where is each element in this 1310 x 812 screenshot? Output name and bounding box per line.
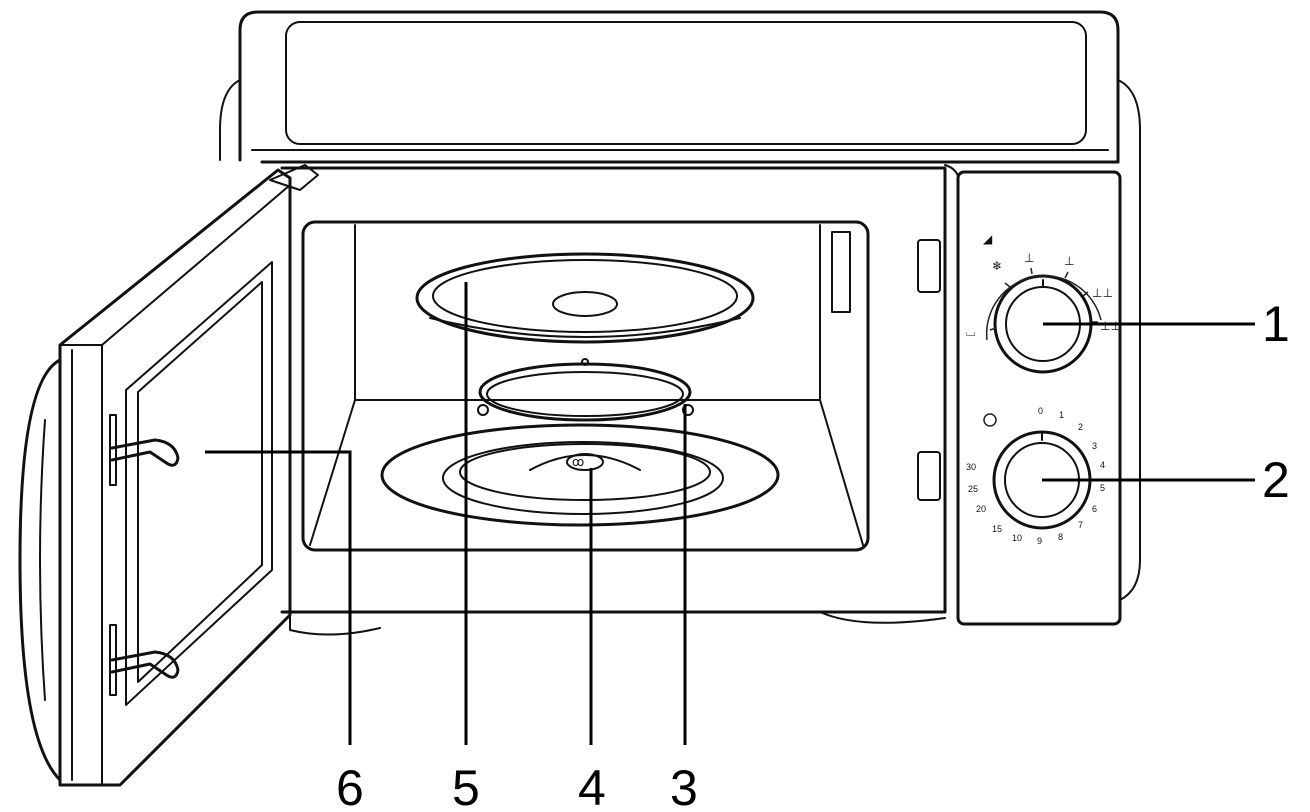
callout-5: 5 (452, 760, 480, 812)
callout-4: 4 (578, 760, 606, 812)
medium-high-power-icon: ⊥⊥ (1092, 286, 1113, 300)
cavity-floor: ꝏ (380, 423, 780, 527)
timer-mark-25: 25 (968, 484, 978, 494)
low-power-icon: ⌴ (966, 325, 976, 339)
svg-text:ꝏ: ꝏ (572, 455, 584, 469)
power-level-icon: ◢ (983, 232, 993, 246)
power-level-dial[interactable]: ◢ ❄ ⌴ ⊥ ⊥ ⊥⊥ ⊥⊥ (966, 232, 1121, 374)
timer-icon (983, 413, 997, 427)
timer-mark-15: 15 (992, 524, 1002, 534)
callout-6: 6 (336, 760, 364, 812)
timer-mark-0: 0 (1038, 406, 1043, 416)
door (18, 164, 319, 787)
oven-cavity (301, 220, 941, 552)
microwave-cabinet (219, 10, 1141, 636)
timer-mark-3: 3 (1092, 441, 1097, 451)
timer-dial[interactable]: 0 1 2 3 4 5 6 7 8 9 10 15 20 25 30 (966, 406, 1105, 546)
timer-mark-30: 30 (966, 462, 976, 472)
timer-mark-7: 7 (1078, 520, 1083, 530)
timer-mark-8: 8 (1058, 532, 1063, 542)
callout-1: 1 (1262, 296, 1290, 352)
glass-turntable (415, 252, 755, 344)
timer-mark-1: 1 (1059, 410, 1064, 420)
timer-mark-9: 9 (1037, 536, 1042, 546)
callout-2: 2 (1262, 452, 1290, 508)
timer-mark-10: 10 (1012, 533, 1022, 543)
timer-mark-4: 4 (1100, 460, 1105, 470)
timer-mark-20: 20 (976, 504, 986, 514)
callout-labels: 1 2 3 4 5 6 (336, 296, 1290, 812)
control-panel: ◢ ❄ ⌴ ⊥ ⊥ ⊥⊥ ⊥⊥ 0 1 2 3 4 5 6 7 8 9 10 1… (944, 164, 1122, 626)
timer-mark-5: 5 (1100, 483, 1105, 493)
callout-3: 3 (670, 760, 698, 812)
timer-mark-2: 2 (1078, 422, 1083, 432)
callout-lines (205, 282, 1255, 745)
roller-ring (477, 358, 694, 422)
turntable-shaft (566, 453, 604, 471)
medium-low-power-icon: ⊥ (1024, 251, 1034, 265)
medium-power-icon: ⊥ (1064, 254, 1074, 268)
high-power-icon: ⊥⊥ (1100, 319, 1121, 333)
timer-mark-6: 6 (1092, 504, 1097, 514)
defrost-icon: ❄ (992, 259, 1002, 273)
